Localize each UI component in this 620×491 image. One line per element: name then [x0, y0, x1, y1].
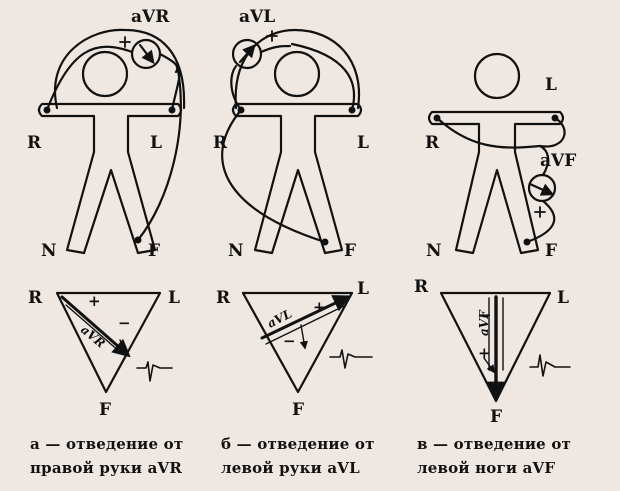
panel-c-label-r: R — [425, 133, 440, 153]
triangle-a — [55, 291, 173, 394]
panel-b-label-l: L — [357, 133, 369, 153]
panel-a-electrodes — [43, 106, 176, 244]
caption-c-line2: левой ноги aVF — [417, 459, 555, 477]
ecg-trace-c — [529, 354, 571, 377]
triangle-b-minus: − — [283, 332, 296, 350]
ecg-trace-a — [136, 361, 173, 382]
panel-c-label-f: F — [545, 241, 557, 261]
triangle-c-label-l: L — [557, 288, 569, 308]
panel-c-electrodes — [433, 114, 559, 246]
triangle-c-label-r: R — [414, 277, 429, 297]
panel-b-lead-wire — [221, 42, 356, 244]
triangle-a-label-r: R — [28, 288, 43, 308]
triangle-a-minus: − — [118, 314, 131, 332]
triangle-a-label-f: F — [99, 400, 111, 420]
triangle-c-label-f: F — [490, 407, 502, 427]
panel-a-head — [81, 50, 129, 98]
panel-c-galvanometer — [527, 173, 557, 203]
panel-a-label-f: F — [148, 241, 160, 261]
caption-a-line1: а — отведение от — [30, 435, 183, 453]
triangle-b — [241, 291, 373, 394]
triangle-a-plus: + — [88, 292, 101, 310]
caption-b-line1: б — отведение от — [221, 435, 375, 453]
triangle-a-vector — [60, 295, 131, 358]
triangle-b-label-r: R — [216, 288, 231, 308]
triangle-c-minus: − — [479, 306, 492, 324]
panel-c-head — [473, 52, 521, 100]
triangle-c-vector-label: aVF — [477, 309, 491, 336]
panel-a-body — [37, 102, 183, 255]
triangle-b-label-f: F — [292, 400, 304, 420]
caption-a-line2: правой руки aVR — [30, 459, 182, 477]
caption-b-line2: левой руки aVL — [221, 459, 360, 477]
triangle-a-label-l: L — [168, 288, 180, 308]
panel-b-label-n: N — [228, 241, 244, 261]
panel-c-label-n: N — [426, 241, 442, 261]
panel-a-label-l: L — [150, 133, 162, 153]
panel-a-label-n: N — [41, 241, 57, 261]
panel-c-lead-label: aVF — [540, 151, 576, 171]
panel-c-figure — [427, 52, 566, 255]
panel-a-head-loop — [54, 28, 186, 110]
panel-b-label-f: F — [344, 241, 356, 261]
panel-a-lead-wire — [45, 45, 182, 242]
panel-b-electrodes — [237, 106, 356, 246]
triangle-c-plus: + — [478, 344, 491, 362]
panel-a-label-r: R — [27, 133, 42, 153]
panel-c-label-l: L — [545, 75, 557, 95]
panel-b-head — [273, 50, 321, 98]
panel-b-lead-label: aVL — [239, 7, 275, 27]
panel-a-figure — [37, 28, 186, 255]
ecg-trace-b — [329, 349, 373, 369]
panel-c-lead-wire — [435, 116, 566, 244]
triangle-b-plus: + — [313, 298, 326, 316]
panel-a-lead-label: aVR — [131, 7, 170, 27]
panel-b-label-r: R — [213, 133, 228, 153]
panel-c-body — [427, 110, 565, 255]
triangle-b-label-l: L — [357, 279, 369, 299]
panel-b-galvanometer — [231, 38, 263, 70]
triangle-c — [439, 291, 571, 403]
panel-b-body — [231, 102, 363, 255]
panel-b-figure — [221, 28, 363, 255]
triangle-b-vector-label: aVL — [265, 307, 294, 331]
triangle-b-vector — [260, 295, 352, 340]
caption-c-line1: в — отведение от — [417, 435, 571, 453]
